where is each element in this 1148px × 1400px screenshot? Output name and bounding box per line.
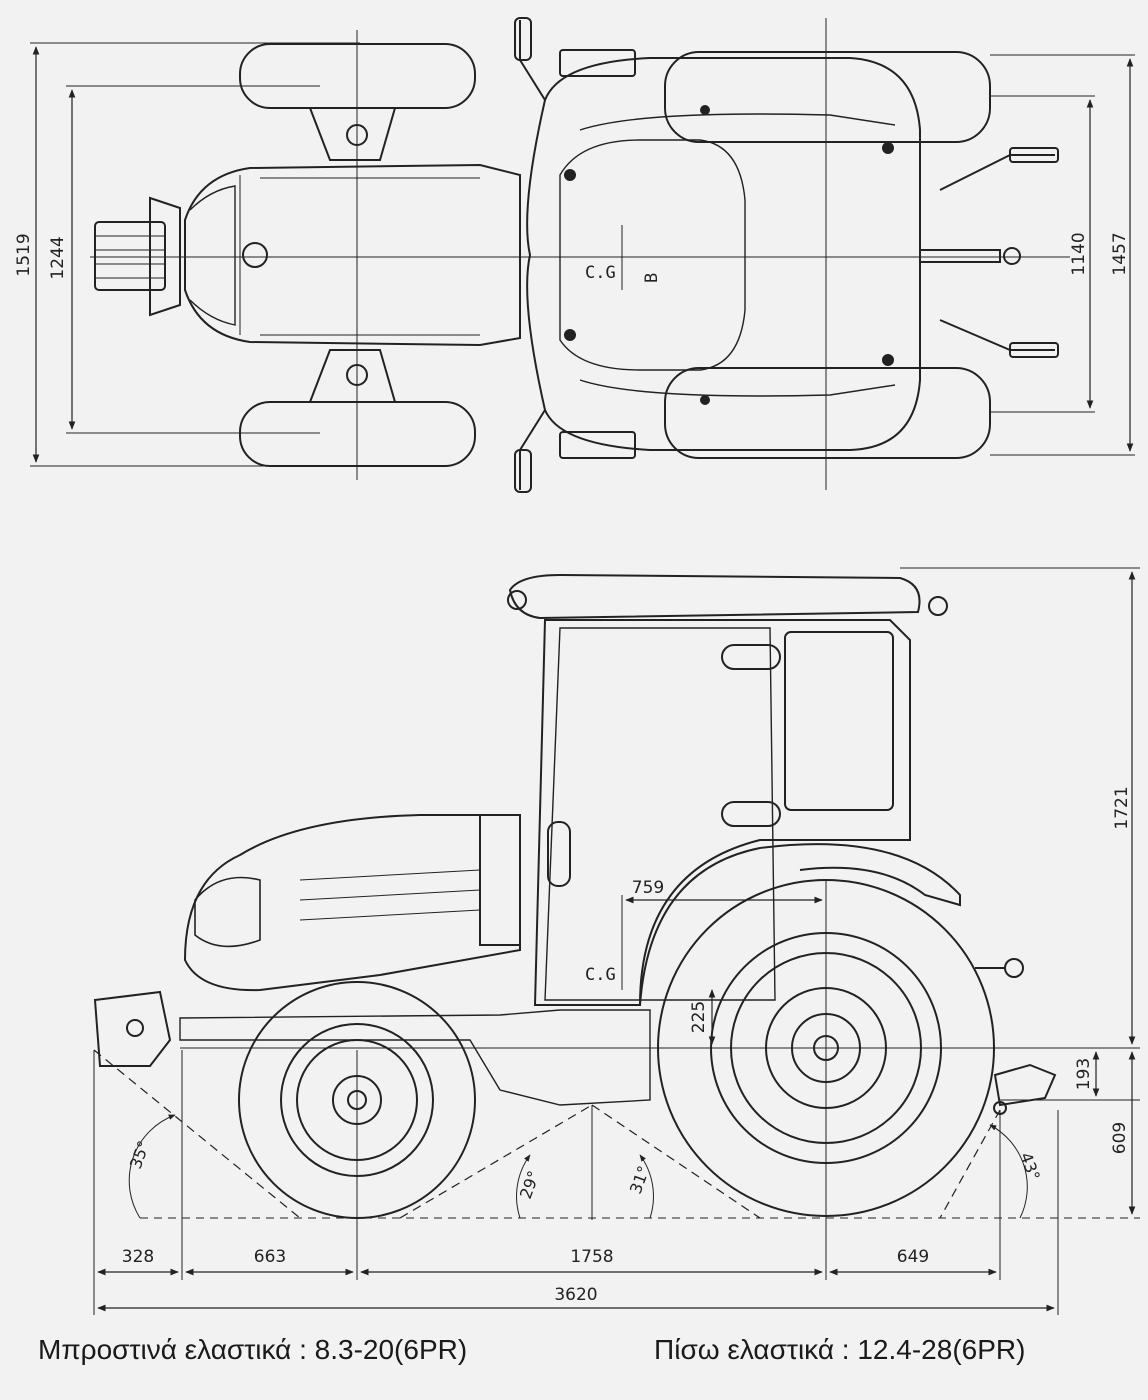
dim-649: 649 xyxy=(897,1247,929,1267)
rear-left-tyre-top xyxy=(664,51,991,143)
top-b-label: B xyxy=(642,273,662,283)
dim-1244: 1244 xyxy=(48,236,68,279)
side-view-drawing xyxy=(93,567,1140,1315)
dim-1758: 1758 xyxy=(570,1247,613,1267)
dim-759: 759 xyxy=(632,878,664,898)
dim-663: 663 xyxy=(254,1247,286,1267)
front-weights xyxy=(94,221,166,291)
dim-1457: 1457 xyxy=(1110,232,1130,275)
hood-top xyxy=(184,163,521,347)
rear-wheel-side xyxy=(657,879,995,1217)
cab-rear-window xyxy=(784,631,894,811)
rear-tyres-caption: Πίσω ελαστικά : 12.4-28(6PR) xyxy=(654,1334,1026,1365)
top-cg-label: C.G xyxy=(585,263,616,283)
dim-1140: 1140 xyxy=(1069,232,1089,275)
rear-fender xyxy=(639,843,961,1006)
dim-1519: 1519 xyxy=(14,233,34,276)
top-extension-lines xyxy=(30,18,1135,490)
top-view-drawing xyxy=(30,17,1135,493)
side-view-labels: 1721 759 225 193 609 328 663 1758 649 36… xyxy=(122,786,1132,1305)
angle-35: 35° xyxy=(126,1138,154,1171)
dim-193: 193 xyxy=(1074,1058,1094,1090)
rear-right-tyre-top xyxy=(664,367,991,459)
cab-roof-top xyxy=(526,57,921,451)
angle-31: 31° xyxy=(626,1163,654,1196)
dim-609: 609 xyxy=(1110,1122,1130,1154)
dim-3620: 3620 xyxy=(554,1285,597,1305)
hood-side xyxy=(183,814,521,992)
dim-328: 328 xyxy=(122,1247,154,1267)
dim-225: 225 xyxy=(689,1001,709,1033)
angle-43: 43° xyxy=(1016,1150,1044,1183)
top-view-labels: 1519 1244 1140 1457 C.G B xyxy=(14,232,1130,283)
cab-body-side xyxy=(533,619,911,1006)
front-left-tyre-top xyxy=(239,43,476,109)
side-extension-lines xyxy=(93,567,1140,1315)
front-tyres-caption: Μπροστινά ελαστικά : 8.3-20(6PR) xyxy=(38,1334,468,1365)
side-cg-label: C.G xyxy=(585,965,616,985)
front-right-tyre-top xyxy=(239,401,476,467)
dim-1721: 1721 xyxy=(1112,786,1132,829)
cab-roof-side xyxy=(508,573,921,620)
front-wheel-side xyxy=(238,981,476,1219)
